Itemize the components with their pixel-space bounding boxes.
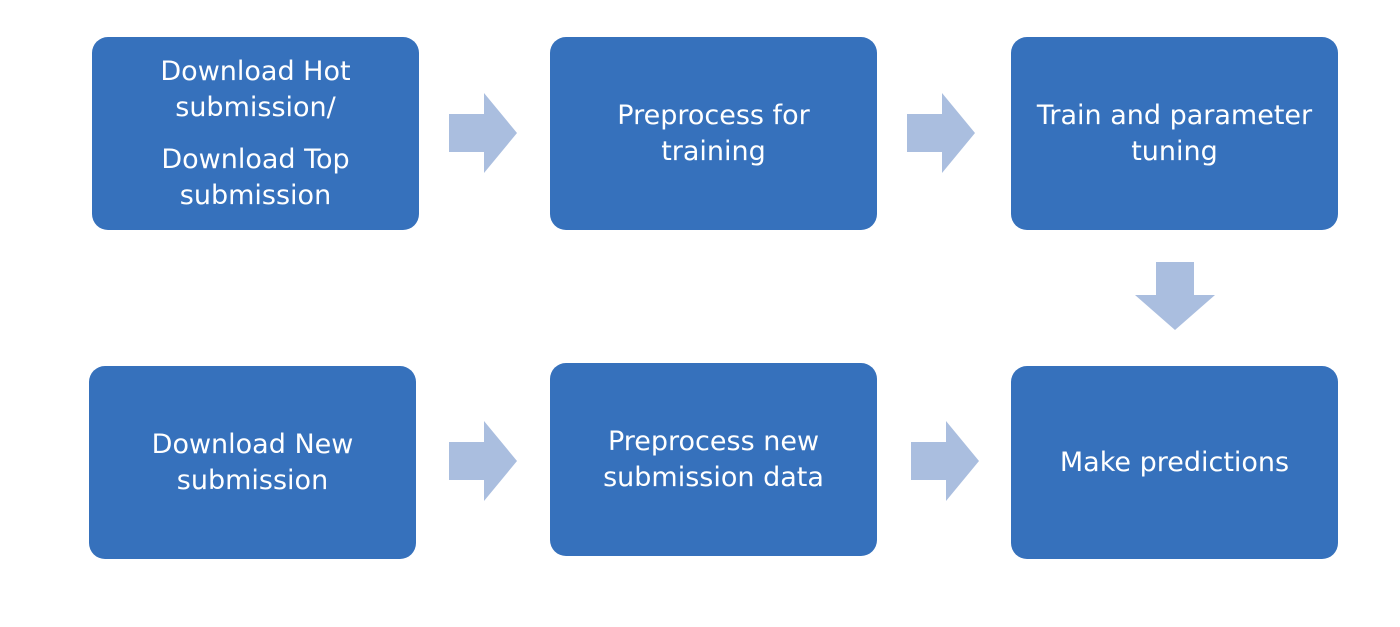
step-download-new: Download New submission: [89, 366, 416, 559]
step-label-line: submission/: [175, 91, 336, 123]
step-download-hot-top: Download Hot submission/ Download Top su…: [92, 37, 419, 230]
down-arrow-icon: [1135, 262, 1215, 330]
step-label-line: Preprocess for: [617, 99, 810, 131]
step-label-line: Train and parameter: [1036, 99, 1313, 131]
right-arrow-icon: [907, 93, 975, 173]
right-arrow-icon: [449, 93, 517, 173]
step-make-predictions: Make predictions: [1011, 366, 1338, 559]
step-label-line: Make predictions: [1059, 446, 1290, 478]
step-label-line: training: [661, 135, 766, 167]
step-preprocess-new: Preprocess new submission data: [550, 363, 877, 556]
step-label-line: Download Hot: [160, 55, 351, 87]
step-label-line: tuning: [1131, 135, 1218, 167]
step-label-line: submission: [176, 464, 329, 496]
right-arrow-icon: [449, 421, 517, 501]
step-train-tuning: Train and parameter tuning: [1011, 37, 1338, 230]
step-preprocess-training: Preprocess for training: [550, 37, 877, 230]
step-label-line: submission data: [603, 461, 824, 493]
right-arrow-icon: [911, 421, 979, 501]
step-label-line: Preprocess new: [607, 425, 820, 457]
step-label-line: Download Top: [161, 143, 350, 175]
step-label-line: submission: [179, 179, 332, 211]
step-label-line: Download New: [151, 428, 354, 460]
